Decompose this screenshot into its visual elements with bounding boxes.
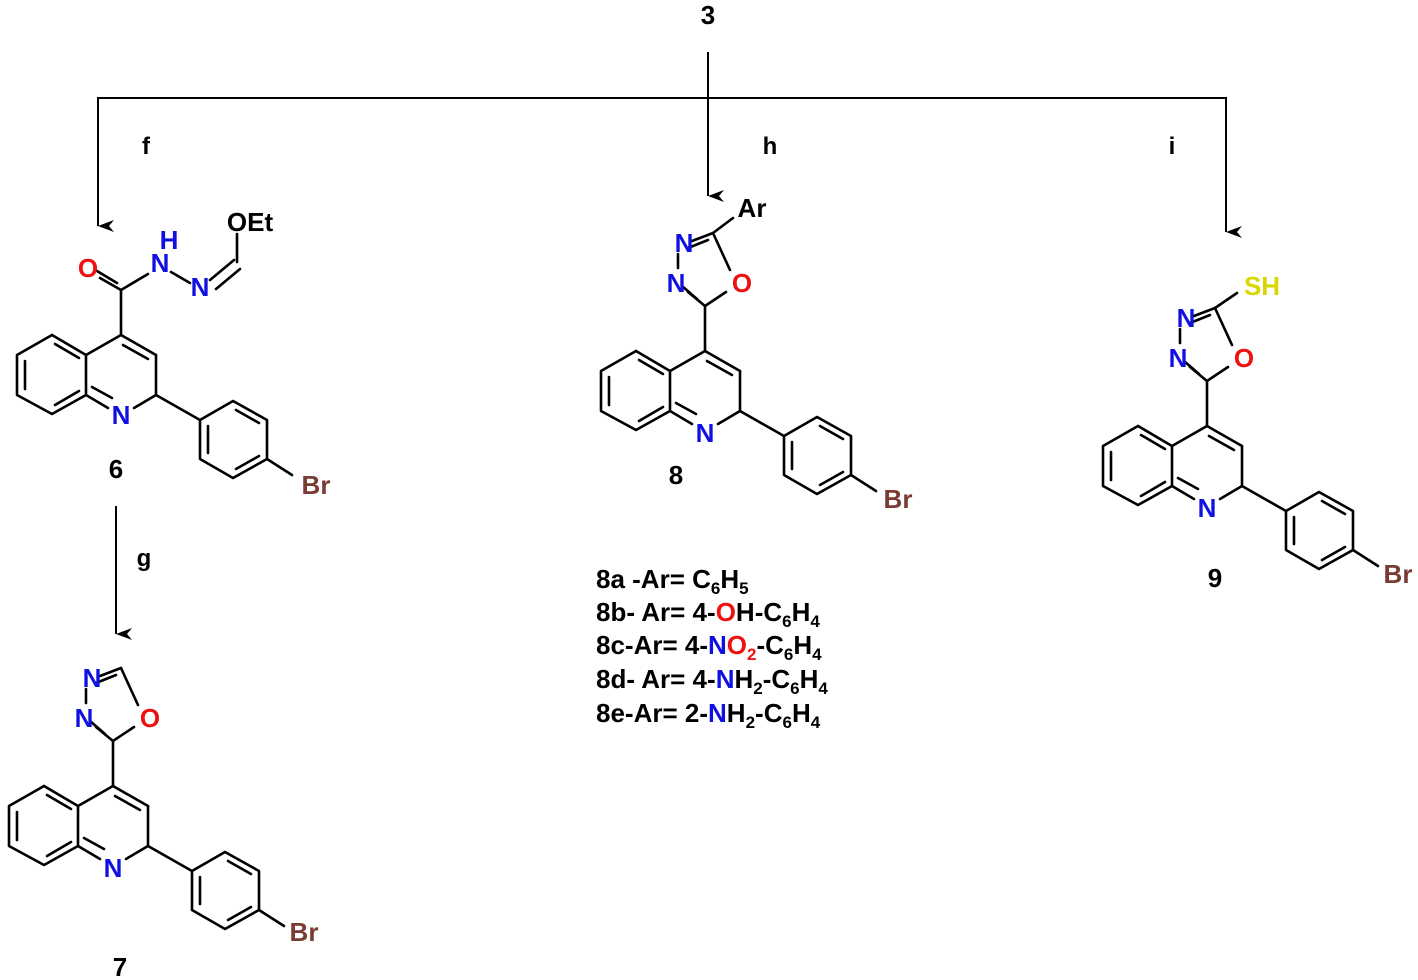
atom-n-ring-8: N	[696, 418, 715, 448]
atom-n2-9: N	[1169, 343, 1188, 373]
start-compound-label: 3	[701, 0, 715, 30]
legend-8d: 8d- Ar= 4-NH2-C6H4	[596, 664, 828, 698]
atom-n1-7: N	[83, 663, 102, 693]
atom-o-8: O	[732, 268, 752, 298]
atom-n-ring-9: N	[1198, 493, 1217, 523]
compound-8-label: 8	[669, 460, 683, 490]
atom-o-7: O	[140, 703, 160, 733]
legend-8e: 8e-Ar= 2-NH2-C6H4	[596, 698, 821, 732]
atom-n-ring-7: N	[104, 853, 123, 883]
substituent-legend: 8a -Ar= C6H5 8b- Ar= 4-OH-C6H4 8c-Ar= 4-…	[596, 564, 828, 732]
atom-ar-8: Ar	[738, 193, 767, 223]
reagent-h: h	[763, 133, 778, 160]
atom-o-carbonyl-6: O	[78, 253, 98, 283]
atom-n-imine-6: N	[191, 272, 210, 302]
compound-7-structure	[7, 666, 286, 931]
atom-h-6: H	[160, 225, 179, 255]
atom-n1-9: N	[1177, 303, 1196, 333]
atom-oet-6: OEt	[227, 207, 274, 237]
legend-8a: 8a -Ar= C6H5	[596, 564, 749, 598]
branch-arrows	[97, 52, 1242, 640]
atom-sh-9: SH	[1244, 271, 1280, 301]
reagent-f: f	[142, 133, 151, 160]
compound-6-label: 6	[109, 454, 123, 484]
atom-n2-7: N	[75, 703, 94, 733]
atom-n2-8: N	[667, 268, 686, 298]
atom-br-7: Br	[290, 917, 319, 947]
reagent-i: i	[1169, 133, 1176, 160]
atom-n-ring-6: N	[112, 400, 131, 430]
legend-8b: 8b- Ar= 4-OH-C6H4	[596, 597, 820, 631]
atom-o-9: O	[1234, 343, 1254, 373]
reagent-g: g	[137, 545, 152, 572]
atom-br-8: Br	[884, 484, 913, 514]
compound-6-structure	[15, 232, 294, 480]
atom-br-9: Br	[1384, 559, 1413, 589]
compound-9-label: 9	[1208, 563, 1222, 593]
atom-n1-8: N	[675, 228, 694, 258]
atom-nh-6: N	[151, 248, 170, 278]
compound-7-label: 7	[113, 952, 127, 980]
legend-8c: 8c-Ar= 4-NO2-C6H4	[596, 630, 822, 664]
compound-9-structure	[1101, 291, 1380, 571]
atom-br-6: Br	[302, 470, 331, 500]
compound-8-structure	[599, 216, 878, 496]
